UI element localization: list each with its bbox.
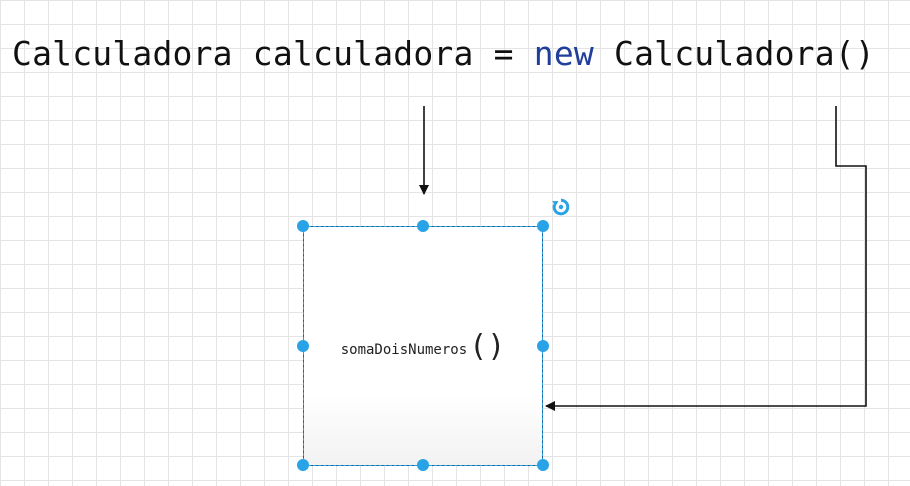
selection-handle-top-left[interactable] [297, 220, 309, 232]
selection-handle-middle-left[interactable] [297, 340, 309, 352]
code-declaration: Calculadora calculadora = [12, 34, 534, 73]
rotate-icon[interactable] [551, 197, 571, 217]
selection-handle-bottom-left[interactable] [297, 459, 309, 471]
code-constructor-call: Calculadora() [593, 34, 875, 73]
new-keyword: new [533, 34, 594, 73]
selection-handle-top-right[interactable] [537, 220, 549, 232]
selection-handle-top-center[interactable] [417, 220, 429, 232]
method-parens: () [469, 329, 506, 364]
selection-handle-middle-right[interactable] [537, 340, 549, 352]
instance-connector-arrow[interactable] [545, 106, 867, 411]
selection-handle-bottom-right[interactable] [537, 459, 549, 471]
method-name: somaDoisNumeros [340, 342, 468, 358]
method-label[interactable]: somaDoisNumeros() [303, 329, 543, 370]
selection-handle-bottom-center[interactable] [417, 459, 429, 471]
object-box[interactable] [303, 226, 543, 466]
code-statement: Calculadora calculadora = new Calculador… [12, 30, 875, 78]
